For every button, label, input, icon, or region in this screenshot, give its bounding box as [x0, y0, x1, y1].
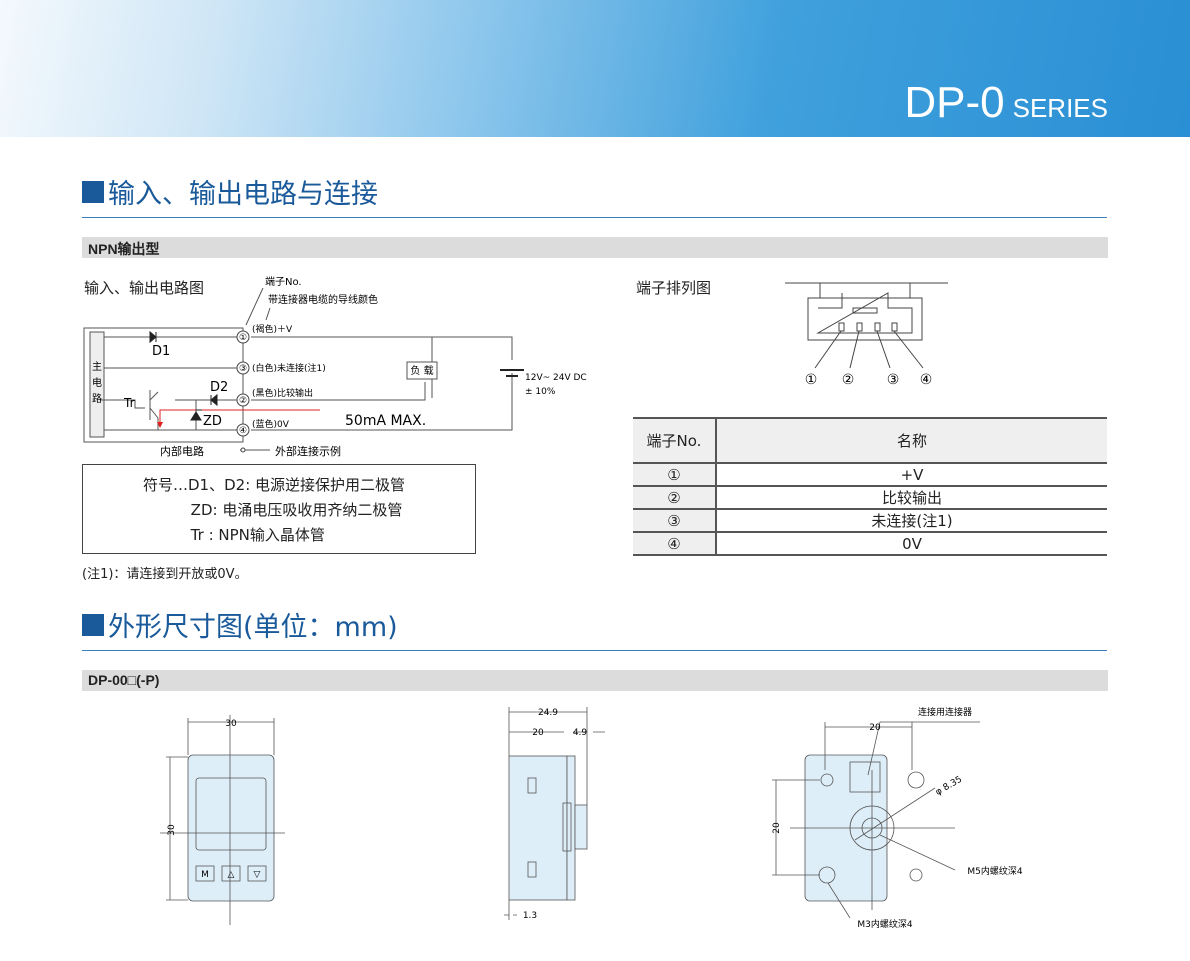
- t1-label: (褐色)＋V: [252, 323, 293, 335]
- side-body-dim: 20: [532, 728, 544, 738]
- cell: 未连接(注1): [716, 509, 1107, 533]
- col-terminal: 端子No.: [633, 417, 717, 464]
- d1-label: D1: [152, 344, 170, 359]
- terminal-4: ④: [239, 426, 247, 436]
- current-label: 50mA MAX.: [345, 413, 426, 429]
- pin-1-label: ①: [805, 372, 818, 388]
- cell: ①: [633, 463, 717, 487]
- section-heading-circuit: 输入、输出电路与连接: [82, 172, 1107, 218]
- m5-label: M5内螺纹深4: [967, 865, 1022, 877]
- side-protrusion-dim: 4.9: [573, 728, 588, 738]
- section-heading-dimensions: 外形尺寸图(单位：mm): [82, 605, 1107, 651]
- tr-label: Tr: [123, 396, 135, 410]
- current-arrow-icon: [157, 422, 163, 428]
- main-circuit-label: 主: [92, 361, 102, 373]
- t3-label: (白色)未连接(注1): [252, 362, 326, 374]
- front-width-dim: 30: [225, 719, 237, 729]
- front-height-dim: 30: [167, 824, 177, 836]
- up-button: △: [228, 870, 235, 880]
- mode-button: M: [201, 870, 209, 880]
- col-name: 名称: [716, 417, 1107, 464]
- series-label: SERIES: [1012, 93, 1108, 123]
- diode-d1-icon: [149, 330, 157, 344]
- tolerance-label: ± 10%: [525, 387, 556, 397]
- connector-label: 连接用连接器: [918, 706, 972, 718]
- symbol-legend: 符号…D1、D2: 电源逆接保护用二极管 ZD: 电涌电压吸收用齐纳二极管 Tr…: [82, 464, 476, 554]
- down-button: ▽: [254, 870, 261, 880]
- main-circuit-label: 路: [92, 392, 102, 405]
- cell: +V: [716, 463, 1107, 487]
- external-connection-label: 外部连接示例: [275, 444, 341, 458]
- terminal-1: ①: [239, 333, 247, 343]
- t4-label: (蓝色)0V: [252, 418, 290, 430]
- m3-label: M3内螺纹深4: [857, 918, 912, 930]
- cell: 比较输出: [716, 486, 1107, 510]
- zd-label: ZD: [203, 414, 222, 429]
- side-foot-dim: 1.3: [523, 911, 537, 921]
- legend-line: 符号…D1、D2: 电源逆接保护用二极管: [143, 476, 406, 494]
- pin-2-label: ②: [842, 372, 855, 388]
- cell: ②: [633, 486, 717, 510]
- back-pitch-v-dim: 20: [772, 822, 782, 834]
- back-pitch-h-dim: 20: [869, 723, 881, 733]
- legend-line: ZD: 电涌电压吸收用齐纳二极管: [143, 501, 403, 519]
- heading-square-icon: [82, 613, 104, 636]
- heading-text: 输入、输出电路与连接: [108, 179, 378, 210]
- table-row: ①+V: [633, 463, 1107, 487]
- heading-square-icon: [82, 180, 104, 203]
- pin-3-label: ③: [887, 372, 900, 388]
- circuit-title: 输入、输出电路图: [84, 279, 205, 297]
- load-box: [406, 361, 438, 380]
- subheader-model: DP-00□(-P): [82, 670, 1108, 691]
- terminal-no-label: 端子No.: [265, 275, 302, 288]
- cell: ③: [633, 509, 717, 533]
- pinout-diagram: ① ② ③ ④: [785, 282, 948, 388]
- supply-label: 12V~ 24V DC: [525, 373, 587, 383]
- main-circuit-label: 电: [92, 376, 102, 389]
- circuit-diagram: ① ③ ② ④ 端子No. 带连接器电缆的导线颜色 (褐色)＋V (白色)未连接(注1…: [83, 275, 587, 458]
- pinout-title: 端子排列图: [636, 279, 712, 297]
- pin-4-label: ④: [920, 372, 933, 388]
- legend-line: Tr : NPN输入晶体管: [143, 526, 325, 544]
- terminal-3: ③: [239, 364, 247, 374]
- dimension-drawings: 30 30 M △ ▽ 24.9 20 4.9 1.3 20 20 连接用连接器…: [160, 706, 1023, 930]
- cell: 0V: [716, 532, 1107, 556]
- battery-icon: [500, 369, 524, 377]
- model-name: DP-0: [904, 78, 1005, 127]
- d2-label: D2: [210, 380, 228, 395]
- diode-d2-icon: [210, 393, 218, 407]
- heading-text: 外形尺寸图(单位：mm): [108, 612, 398, 643]
- terminal-2: ②: [239, 396, 247, 406]
- internal-circuit-label: 内部电路: [160, 444, 204, 458]
- note: (注1)：请连接到开放或0V。: [82, 567, 248, 582]
- table-header-row: 端子No.名称: [633, 417, 1107, 464]
- wire-color-label: 带连接器电缆的导线颜色: [268, 293, 378, 306]
- diameter-label: φ 8.35: [934, 775, 964, 798]
- load-label: 负 载: [410, 364, 433, 377]
- side-total-dim: 24.9: [538, 708, 558, 718]
- cell: ④: [633, 532, 717, 556]
- t2-label: (黑色)比较输出: [252, 387, 313, 399]
- zener-icon: [190, 409, 202, 421]
- subheader-npn: NPN输出型: [82, 237, 1108, 258]
